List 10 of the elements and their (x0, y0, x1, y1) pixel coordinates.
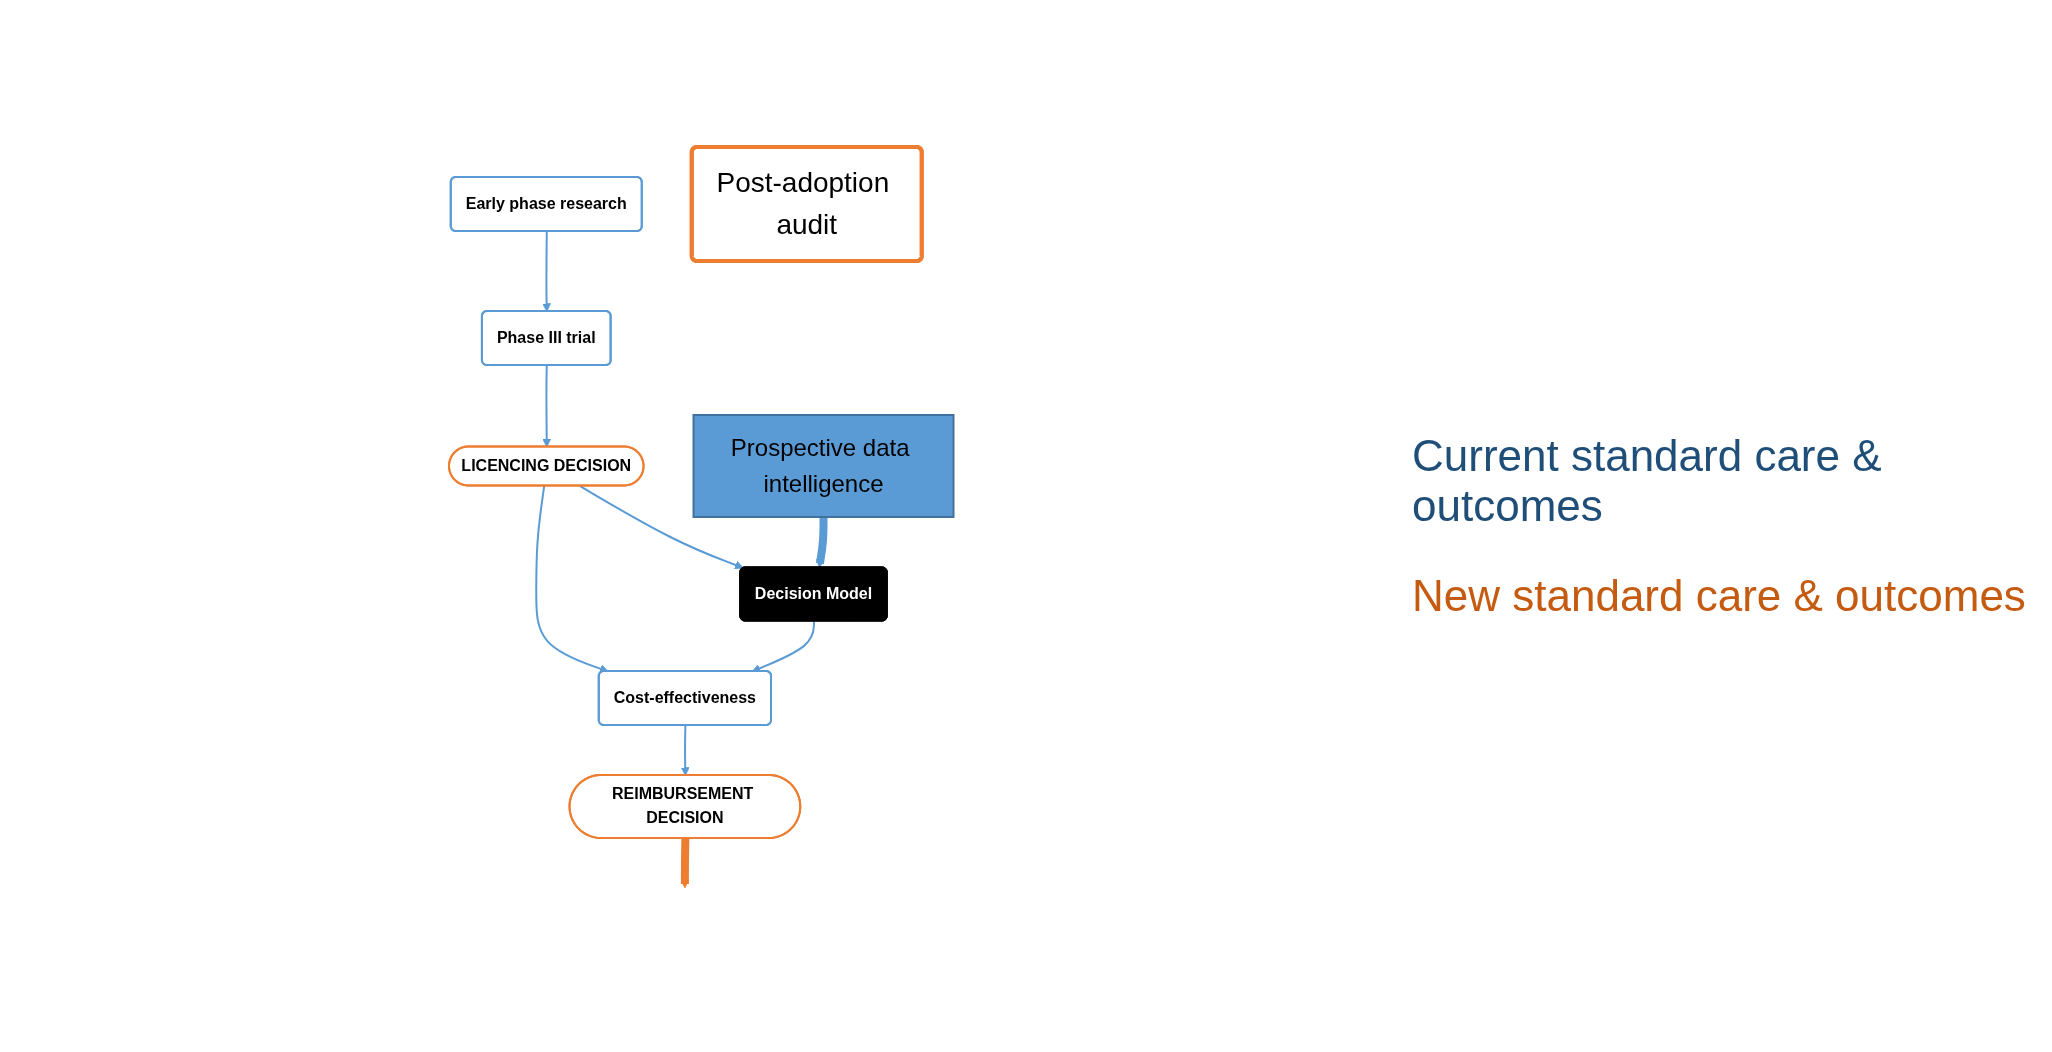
arrow (541, 230, 551, 312)
arrow (542, 364, 551, 448)
arrow (535, 485, 609, 673)
arrow (680, 724, 690, 776)
note-text: Current standard care & outcomes (1412, 431, 1883, 531)
note-text: New standard care & outcomes (1412, 571, 2027, 621)
arrow (578, 485, 744, 570)
node-box: Prospective data intelligence (692, 414, 955, 518)
arrow (815, 517, 828, 568)
arrow (680, 838, 690, 889)
